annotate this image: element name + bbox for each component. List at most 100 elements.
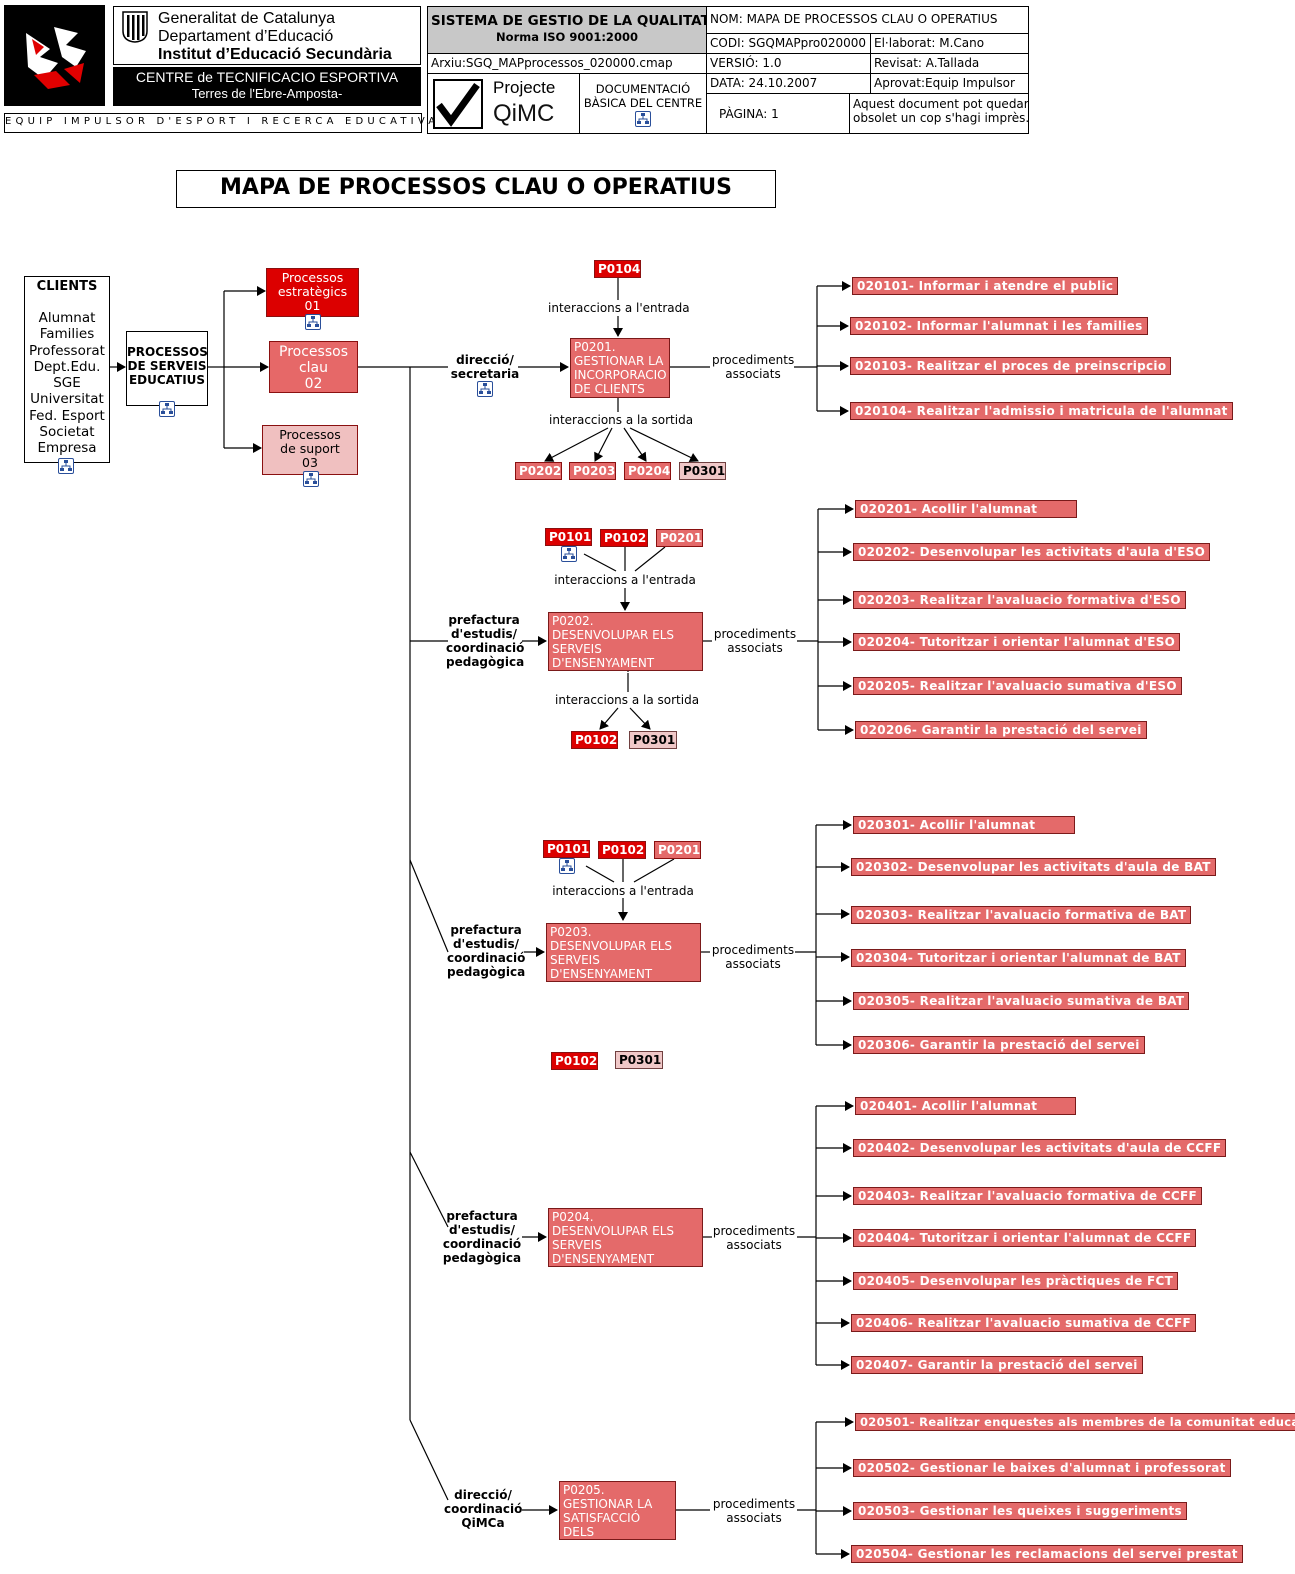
system-title-cell: SISTEMA DE GESTIO DE LA QUALITAT Norma I… xyxy=(428,7,707,54)
p0204-box-line: APRENENTATGE A FP xyxy=(552,1266,677,1280)
procediments-line-2: associats xyxy=(725,957,781,971)
projecte-qimc-cell: Projecte QiMC xyxy=(428,74,580,134)
procediments-line-2: associats xyxy=(727,641,783,655)
p0202-output-tag[interactable]: P0102 xyxy=(571,731,618,749)
p0201-output-tag[interactable]: P0203 xyxy=(569,462,616,480)
obsolet-line-2: obsolet un cop s'hagi imprès. xyxy=(853,111,1029,125)
p0202-input-tag[interactable]: P0102 xyxy=(600,529,648,547)
data-cell: DATA: 24.10.2007 xyxy=(707,74,871,94)
p0203-input-tag[interactable]: P0201 xyxy=(654,841,701,859)
procedure-020504[interactable]: 020504- Gestionar les reclamacions del s… xyxy=(851,1545,1243,1563)
p0204-procediments-label: procediments associats xyxy=(712,1224,796,1252)
suport-map-icon[interactable] xyxy=(303,471,319,487)
p0201-output-tag[interactable]: P0204 xyxy=(624,462,671,480)
p0202-input-tag[interactable]: P0101 xyxy=(545,528,592,546)
procedure-020305[interactable]: 020305- Realitzar l'avaluacio sumativa d… xyxy=(853,992,1190,1010)
centre-name-line-2: Terres de l'Ebre-Amposta- xyxy=(191,86,343,101)
p0203-input-tag[interactable]: P0102 xyxy=(598,841,646,859)
procedure-020205[interactable]: 020205- Realitzar l'avaluacio sumativa d… xyxy=(853,677,1182,695)
procediments-line-1: procediments xyxy=(713,627,797,641)
p0202-owner-line: d'estudis/ xyxy=(450,627,518,641)
clients-item: Professorat xyxy=(29,342,105,359)
p0202-input-tag[interactable]: P0201 xyxy=(656,529,703,547)
procediments-line-2: associats xyxy=(725,367,781,381)
procedure-020204[interactable]: 020204- Tutoritzar i orientar l'alumnat … xyxy=(853,633,1181,651)
suport-line-2: de suport xyxy=(280,441,340,456)
pagina-cell: PÀGINA: 1 xyxy=(707,94,850,134)
procedure-020306[interactable]: 020306- Garantir la prestació del servei xyxy=(853,1036,1145,1054)
p0204-owner-line: pedagògica xyxy=(442,1251,522,1265)
procedure-020202[interactable]: 020202- Desenvolupar les activitats d'au… xyxy=(853,543,1211,561)
p0205-owner-line: QiMCa xyxy=(461,1516,505,1530)
procedure-020203[interactable]: 020203- Realitzar l'avaluacio formativa … xyxy=(853,591,1186,609)
procedure-020401[interactable]: 020401- Acollir l'alumnat xyxy=(855,1097,1076,1115)
procedure-020501[interactable]: 020501- Realitzar enquestes als membres … xyxy=(855,1413,1295,1431)
serveis-map-icon[interactable] xyxy=(159,401,175,417)
p0203-owner-line: coordinació xyxy=(447,951,526,965)
procedure-020104[interactable]: 020104- Realitzar l'admissio i matricula… xyxy=(850,402,1233,420)
procedure-020206[interactable]: 020206- Garantir la prestació del servei xyxy=(855,721,1147,739)
p0205-owner: direcció/ coordinació QiMCa xyxy=(444,1488,522,1530)
clau-line-2: clau xyxy=(298,360,329,376)
p0201-owner-line-2: secretaria xyxy=(450,367,520,381)
procedure-020404[interactable]: 020404- Tutoritzar i orientar l'alumnat … xyxy=(853,1229,1197,1247)
estrategics-line-3: 01 xyxy=(304,298,321,313)
p0203-output-tag[interactable]: P0102 xyxy=(551,1052,598,1070)
p0203-input-map-icon[interactable] xyxy=(559,858,575,874)
p0204-process-box[interactable]: P0204. DESENVOLUPAR ELS SERVEIS D'ENSENY… xyxy=(548,1208,703,1280)
procedure-020403[interactable]: 020403- Realitzar l'avaluacio formativa … xyxy=(853,1187,1203,1205)
procedure-020407[interactable]: 020407- Garantir la prestació del servei xyxy=(851,1356,1143,1374)
serveis-line-3: EDUCATIUS xyxy=(128,373,206,387)
procedure-020301[interactable]: 020301- Acollir l'alumnat xyxy=(853,816,1075,834)
p0205-box-line: SATISFACCIÓ DELS xyxy=(563,1511,641,1539)
estrategics-map-icon[interactable] xyxy=(305,314,321,330)
p0204-box-line: P0204. xyxy=(552,1210,594,1224)
procediments-line-1: procediments xyxy=(711,943,795,957)
clients-item: Universitat xyxy=(30,391,104,408)
logo-mark-icon xyxy=(26,27,86,89)
p0201-owner-map-icon[interactable] xyxy=(477,381,493,397)
procedure-020405[interactable]: 020405- Desenvolupar les pràctiques de F… xyxy=(853,1272,1179,1290)
procedure-020406[interactable]: 020406- Realitzar l'avaluacio sumativa d… xyxy=(851,1314,1197,1332)
procedure-020503[interactable]: 020503- Gestionar les queixes i suggerim… xyxy=(853,1502,1187,1520)
checkmark-icon xyxy=(433,79,483,129)
procedure-020402[interactable]: 020402- Desenvolupar les activitats d'au… xyxy=(853,1139,1227,1157)
p0202-sortida-label: interaccions a la sortida xyxy=(555,693,700,707)
p0201-output-tag[interactable]: P0202 xyxy=(515,462,562,480)
procedure-020102[interactable]: 020102- Informar l'alumnat i les familie… xyxy=(850,317,1148,335)
p0202-output-tag[interactable]: P0301 xyxy=(629,731,677,749)
generalitat-line-1: Generalitat de Catalunya xyxy=(158,10,335,27)
estrategics-line-2: estratègics xyxy=(277,284,348,299)
procedure-020502[interactable]: 020502- Gestionar le baixes d'alumnat i … xyxy=(853,1459,1231,1477)
p0202-input-map-icon[interactable] xyxy=(561,546,577,562)
procedure-020101[interactable]: 020101- Informar i atendre el public xyxy=(852,277,1119,295)
p0201-input-tag[interactable]: P0104 xyxy=(594,260,641,278)
procedure-020103[interactable]: 020103- Realitzar el proces de preinscri… xyxy=(850,357,1172,375)
p0205-process-box[interactable]: P0205. GESTIONAR LA SATISFACCIÓ DELS CLI… xyxy=(559,1481,676,1553)
p0202-owner-line: prefactura xyxy=(448,613,520,627)
generalitat-box: Generalitat de Catalunya Departament d’E… xyxy=(113,6,421,65)
p0204-owner-line: prefactura xyxy=(446,1209,518,1223)
procedure-020201[interactable]: 020201- Acollir l'alumnat xyxy=(855,500,1077,518)
p0201-entrada-label: interaccions a l'entrada xyxy=(548,301,690,315)
p0205-procediments-label: procediments associats xyxy=(712,1497,796,1525)
p0205-owner-line: coordinació xyxy=(444,1502,523,1516)
p0201-owner: direcció/ secretaria xyxy=(450,353,520,381)
serveis-line-1: PROCESSOS xyxy=(127,345,208,359)
p0203-process-box[interactable]: P0203. DESENVOLUPAR ELS SERVEIS D'ENSENY… xyxy=(546,923,701,995)
p0202-box-line: DESENVOLUPAR ELS xyxy=(552,628,675,642)
p0203-input-tag[interactable]: P0101 xyxy=(543,840,590,858)
procedure-020302[interactable]: 020302- Desenvolupar les activitats d'au… xyxy=(851,858,1216,876)
procedure-020303[interactable]: 020303- Realitzar l'avaluacio formativa … xyxy=(851,906,1192,924)
documentacio-map-icon[interactable] xyxy=(635,111,651,127)
p0201-output-tag[interactable]: P0301 xyxy=(679,462,726,480)
p0202-process-box[interactable]: P0202. DESENVOLUPAR ELS SERVEIS D'ENSENY… xyxy=(548,612,703,684)
clients-map-icon[interactable] xyxy=(58,458,74,474)
p0203-entrada-label: interaccions a l'entrada xyxy=(552,884,694,898)
qimc-label: QiMC xyxy=(493,100,555,127)
p0203-output-tag[interactable]: P0301 xyxy=(615,1051,663,1069)
p0204-box-line: DESENVOLUPAR ELS xyxy=(552,1224,675,1238)
p0201-process-box[interactable]: P0201. GESTIONAR LA INCORPORACIO DE CLIE… xyxy=(570,338,670,398)
procedure-020304[interactable]: 020304- Tutoritzar i orientar l'alumnat … xyxy=(851,949,1186,967)
p0201-sortida-label: interaccions a la sortida xyxy=(549,413,694,427)
